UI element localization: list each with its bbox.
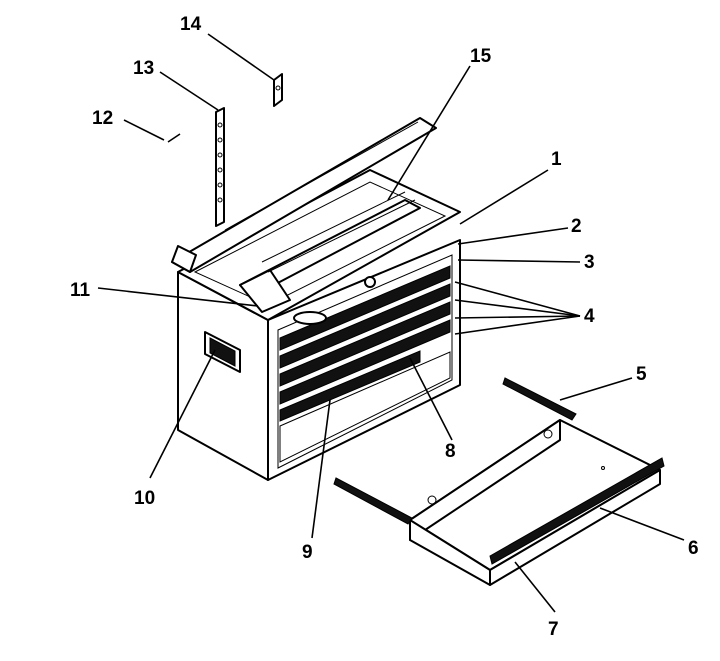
callout-5: 5 [636, 364, 647, 385]
leader-4c [454, 315, 581, 319]
drawer-front-1 [279, 265, 451, 351]
leader-4d [454, 315, 581, 335]
leader-6 [599, 507, 685, 541]
leader-4a [454, 281, 581, 317]
drawer-slide-rear [502, 377, 577, 421]
part-12-pin [167, 133, 181, 143]
leader-7 [514, 561, 556, 613]
callout-7: 7 [548, 619, 559, 640]
drawer-front-3 [279, 301, 451, 387]
leader-4b [454, 299, 581, 317]
callout-4: 4 [584, 306, 595, 327]
lid-edge [171, 245, 197, 273]
leader-13 [159, 71, 219, 111]
leader-15 [387, 65, 471, 201]
leader-1 [459, 169, 549, 225]
callout-9: 9 [302, 542, 313, 563]
callout-2: 2 [571, 216, 582, 237]
drawer-front-4 [279, 319, 451, 405]
drawer-front-2 [279, 283, 451, 369]
callout-13: 13 [133, 58, 154, 79]
top-tray [239, 191, 421, 325]
chest-interior-well [193, 181, 447, 306]
callout-11: 11 [70, 280, 91, 301]
callout-3: 3 [584, 252, 595, 273]
drawer-right-wall [489, 469, 661, 586]
drawer-front-5 [279, 350, 421, 422]
chest-lid [171, 117, 437, 273]
callout-12: 12 [92, 108, 113, 129]
callout-10: 10 [134, 488, 155, 509]
callout-8: 8 [445, 441, 456, 462]
bottom-drawer-opening [279, 351, 451, 463]
callout-1: 1 [551, 149, 562, 170]
leader-12 [123, 119, 165, 141]
callout-6: 6 [688, 538, 699, 559]
leader-10 [149, 349, 216, 479]
leader-11 [97, 287, 259, 307]
side-handle [204, 331, 241, 373]
leader-3 [457, 259, 581, 263]
part-13-lid-stay [215, 107, 225, 227]
front-inner-frame [277, 254, 453, 469]
removed-drawer [333, 377, 665, 586]
drawer-fronts [279, 265, 451, 463]
leader-5 [559, 377, 633, 401]
callout-labels: 1 2 3 4 5 6 7 8 9 10 11 12 13 14 15 [70, 14, 699, 640]
drawer-slide-right [489, 457, 665, 565]
leader-14 [207, 33, 275, 81]
leader-lines [97, 33, 685, 613]
leader-9 [311, 399, 331, 539]
part-14-bracket [273, 73, 283, 107]
callout-14: 14 [180, 14, 202, 35]
callout-15: 15 [470, 46, 492, 67]
leader-2 [457, 227, 569, 245]
drawer-slide-left [333, 477, 413, 525]
leader-8 [409, 357, 453, 441]
